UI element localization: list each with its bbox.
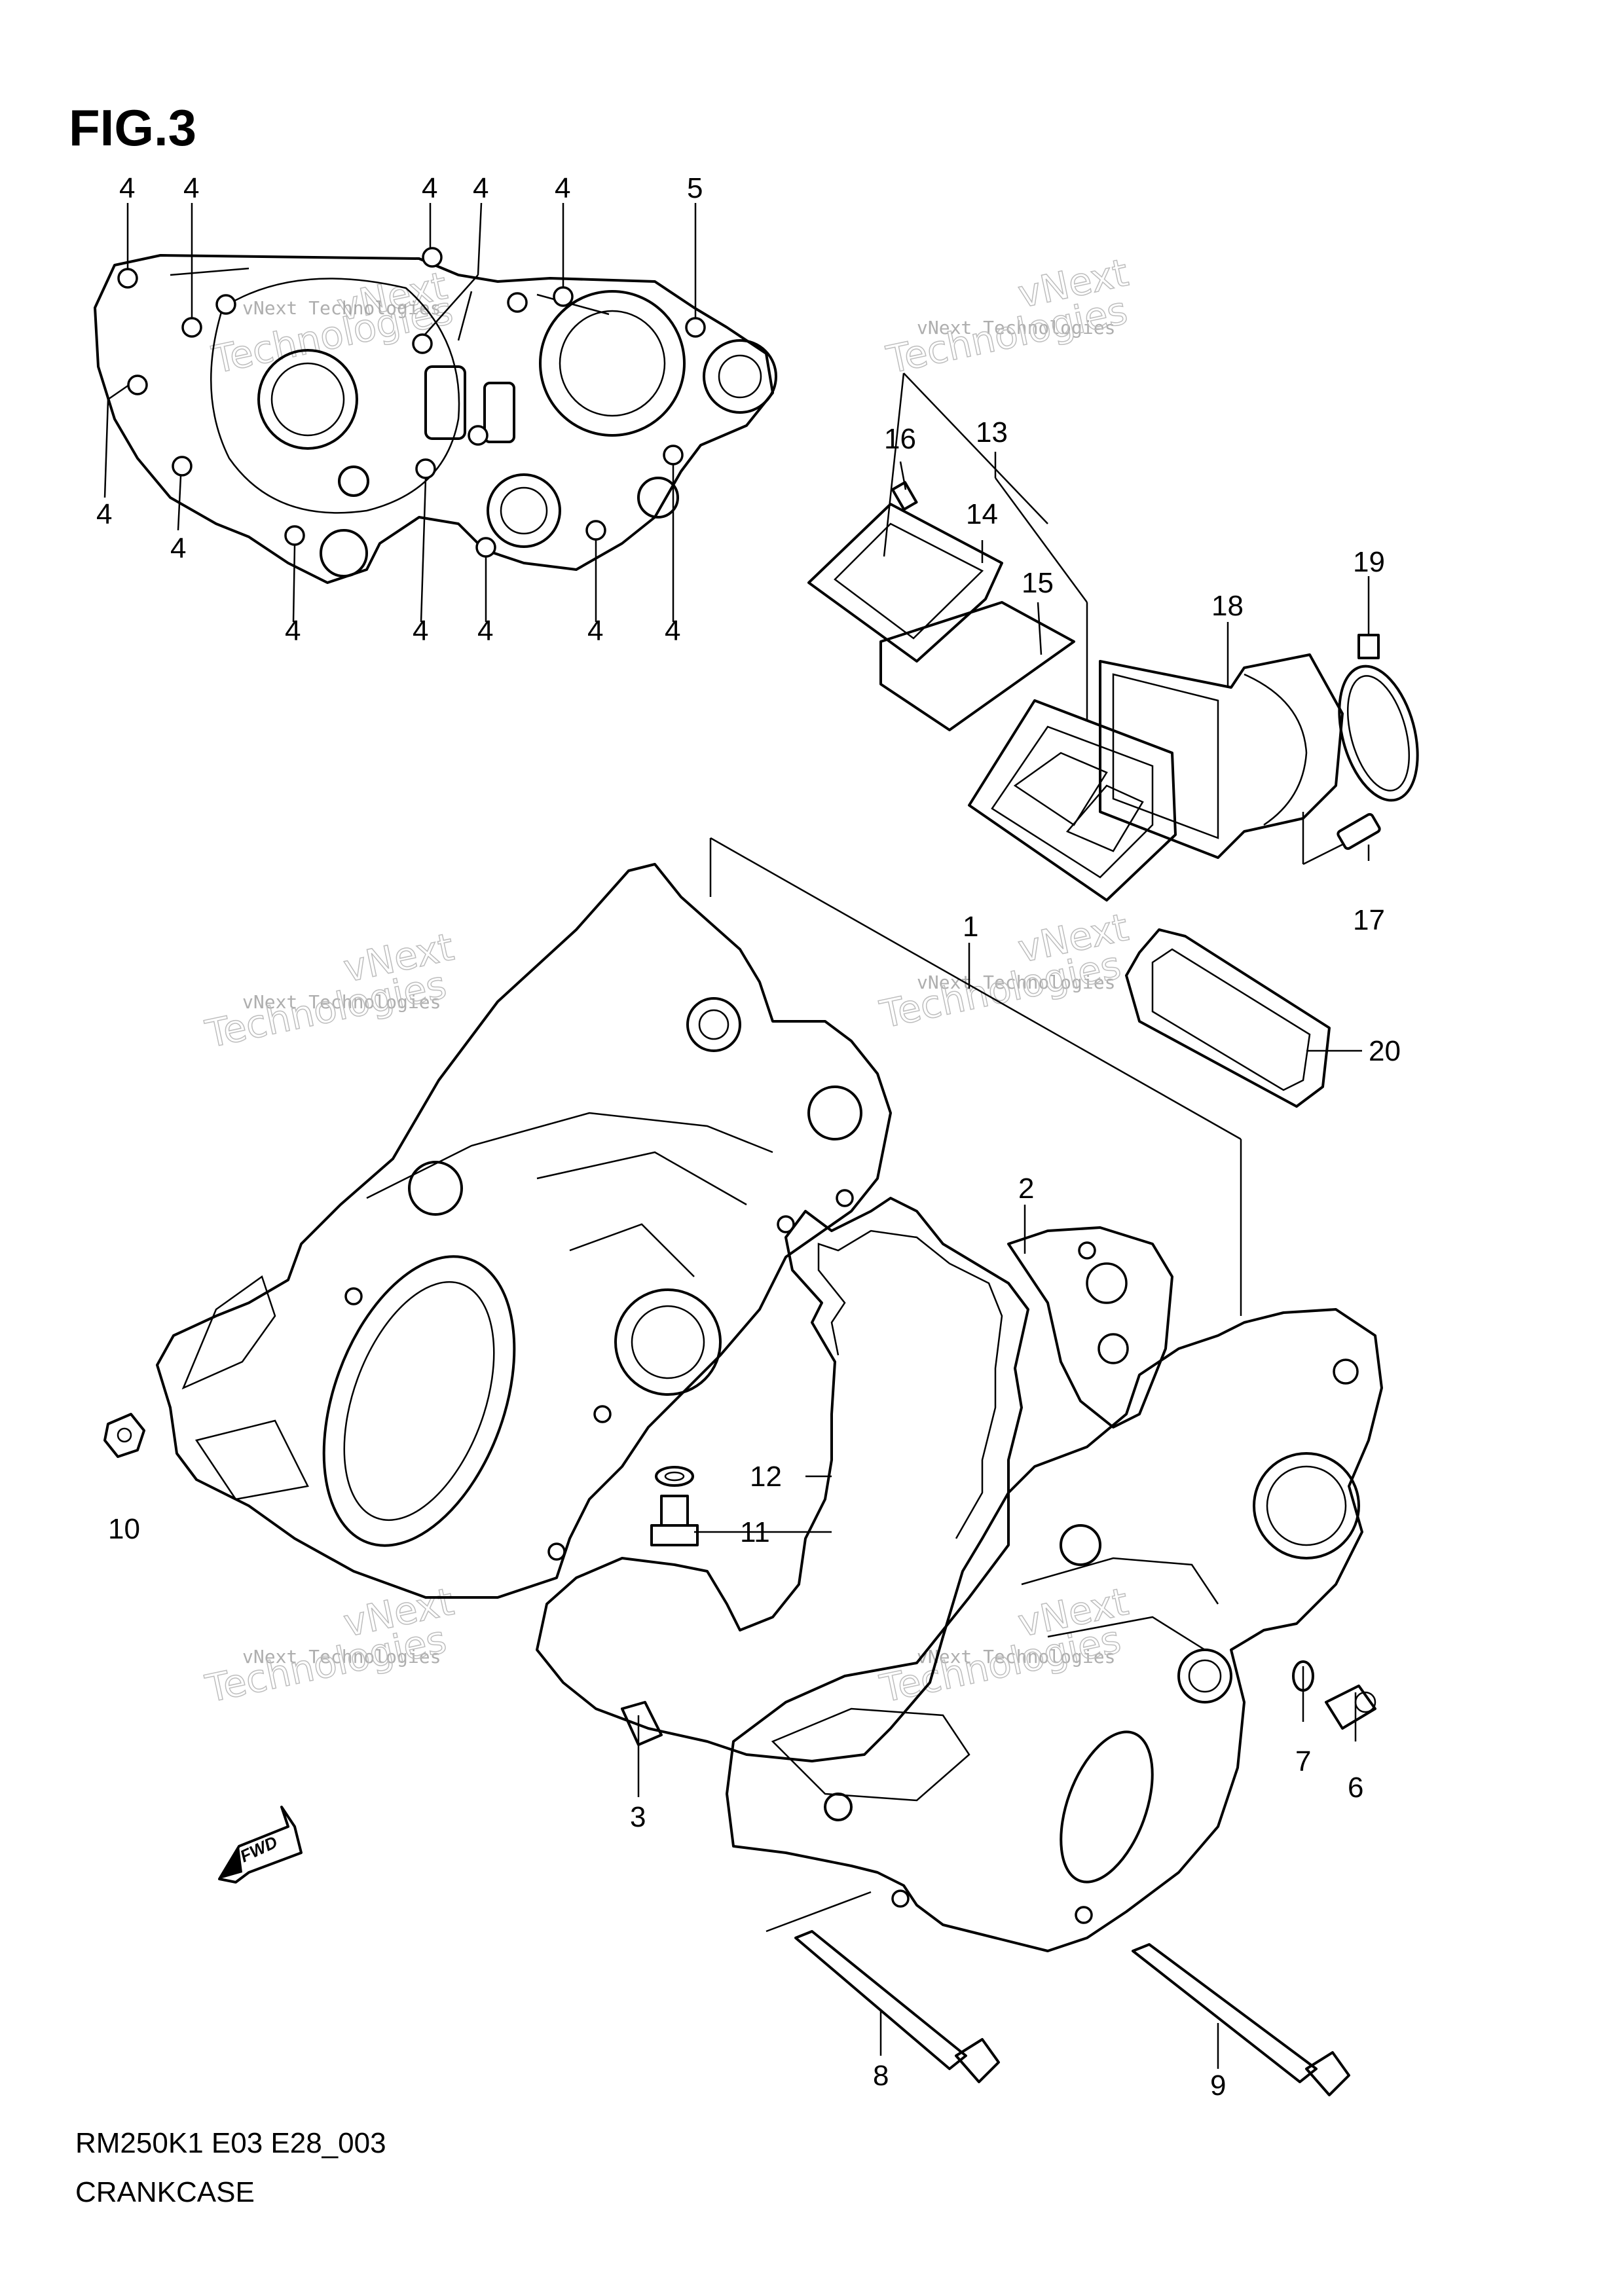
svg-text:Technologies: Technologies (202, 1617, 451, 1711)
callout-label: 6 (1348, 1772, 1363, 1804)
callout-labels: 4 4 4 4 4 5 4 4 4 4 4 4 4 16 13 14 15 18… (96, 172, 1401, 2102)
callout-label: 7 (1295, 1745, 1311, 1777)
callout-label: 4 (285, 615, 301, 647)
leaders-reed (883, 373, 1370, 1052)
model-code: RM250K1 E03 E28_003 (75, 2127, 386, 2159)
callout-label: 10 (108, 1513, 140, 1545)
callout-label: 4 (119, 172, 135, 204)
callout-label: 12 (750, 1461, 782, 1493)
section-name: CRANKCASE (75, 2176, 255, 2208)
callout-label: 15 (1022, 567, 1054, 599)
watermark-block: vNext vNext Technologies Technologies (876, 1578, 1132, 1711)
callout-label: 18 (1211, 590, 1244, 622)
watermark-block: vNext vNext Technologies Technologies (201, 924, 458, 1057)
callout-label: 20 (1369, 1035, 1401, 1067)
callout-label: 9 (1210, 2069, 1226, 2102)
watermarks: vNext vNext Technologies Technologies vN… (201, 249, 1132, 1711)
callout-label: 2 (1018, 1173, 1034, 1205)
svg-text:vNext Technologies: vNext Technologies (242, 1646, 441, 1667)
callout-label: 5 (687, 172, 703, 204)
callout-label: 4 (96, 498, 112, 530)
callout-label: 19 (1353, 546, 1385, 578)
figure-title: FIG.3 (69, 99, 196, 156)
crankcase-right-half (726, 1308, 1383, 1952)
callout-label: 1 (963, 911, 978, 943)
crankcase-gasket (536, 1197, 1173, 1762)
callout-label: 4 (665, 615, 680, 647)
svg-text:vNext Technologies: vNext Technologies (917, 972, 1115, 993)
leaders-top (103, 202, 697, 623)
svg-text:Technologies: Technologies (876, 943, 1125, 1037)
watermark-block: vNext vNext Technologies Technologies (201, 1578, 458, 1711)
callout-label: 3 (630, 1801, 646, 1833)
callout-label: 4 (413, 615, 428, 647)
svg-text:vNext Technologies: vNext Technologies (917, 317, 1115, 338)
callout-label: 16 (884, 423, 916, 455)
reed-valve-assembly (807, 481, 1419, 1108)
callout-label: 4 (587, 615, 603, 647)
svg-text:vNext Technologies: vNext Technologies (242, 991, 441, 1013)
hardware-parts (103, 1413, 1376, 2096)
watermark-block: vNext vNext Technologies Technologies (876, 904, 1132, 1037)
svg-text:Technologies: Technologies (202, 962, 451, 1057)
callout-label: 4 (170, 532, 186, 564)
callout-label: 8 (873, 2060, 889, 2092)
callout-label: 4 (422, 172, 437, 204)
callout-label: 11 (740, 1516, 770, 1548)
callout-label: 4 (477, 615, 493, 647)
callout-label: 17 (1353, 904, 1385, 936)
callout-label: 4 (183, 172, 199, 204)
callout-label: 13 (976, 416, 1008, 448)
crankcase-left-half (156, 863, 892, 1599)
svg-text:Technologies: Technologies (883, 288, 1132, 382)
callout-label: 4 (473, 172, 489, 204)
fwd-arrow: FWD (218, 1806, 303, 1884)
watermark-block: vNext vNext Technologies Technologies (208, 263, 457, 382)
svg-text:vNext Technologies: vNext Technologies (917, 1646, 1115, 1667)
callout-label: 14 (966, 498, 998, 530)
leaders-main (637, 837, 1357, 2069)
crankcase-side-view (94, 247, 777, 584)
svg-text:vNext Technologies: vNext Technologies (242, 297, 441, 319)
callout-label: 4 (555, 172, 570, 204)
watermark-block: vNext vNext Technologies Technologies (882, 249, 1132, 382)
